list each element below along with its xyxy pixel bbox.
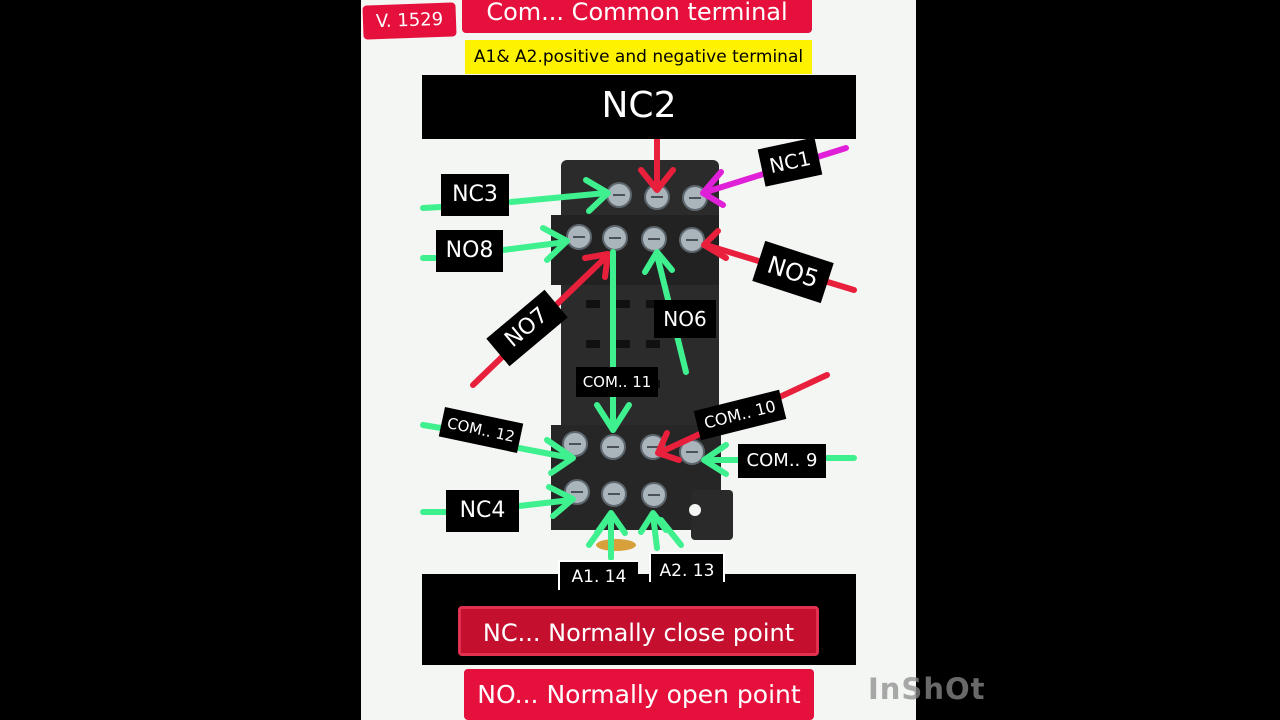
a1-a2-legend: A1& A2.positive and negative terminal <box>465 40 812 74</box>
a1-arrow <box>586 510 628 561</box>
no6-label: NO6 <box>654 300 716 338</box>
nc3-label: NC3 <box>441 174 509 216</box>
no-legend: NO... Normally open point <box>464 669 814 720</box>
com9-label: COM.. 9 <box>738 444 826 478</box>
com12-arrow <box>420 422 576 476</box>
nc3-arrow <box>420 177 611 214</box>
nc4-label: NC4 <box>446 490 519 532</box>
com11-label: COM.. 11 <box>576 367 658 397</box>
com-legend: Com... Common terminal <box>462 0 812 33</box>
a2-arrow <box>638 510 684 551</box>
nc2-label: NC2 <box>601 85 677 126</box>
version-badge: V. 1529 <box>362 2 457 40</box>
inshot-watermark: InShOt <box>868 672 986 706</box>
nc-legend: NC... Normally close point <box>458 606 819 656</box>
no8-arrow <box>420 225 570 263</box>
no8-label: NO8 <box>436 230 503 272</box>
nc2-label-bar: NC2 <box>422 75 856 139</box>
diagram-panel: V. 1529 Com... Common terminal A1& A2.po… <box>361 0 916 720</box>
nc4-arrow <box>420 484 576 519</box>
com9-arrow <box>701 442 857 477</box>
nc2-arrow <box>638 137 676 193</box>
com11-arrow <box>594 249 632 433</box>
a2-label: A2. 13 <box>649 552 725 582</box>
a1-label: A1. 14 <box>558 560 638 590</box>
